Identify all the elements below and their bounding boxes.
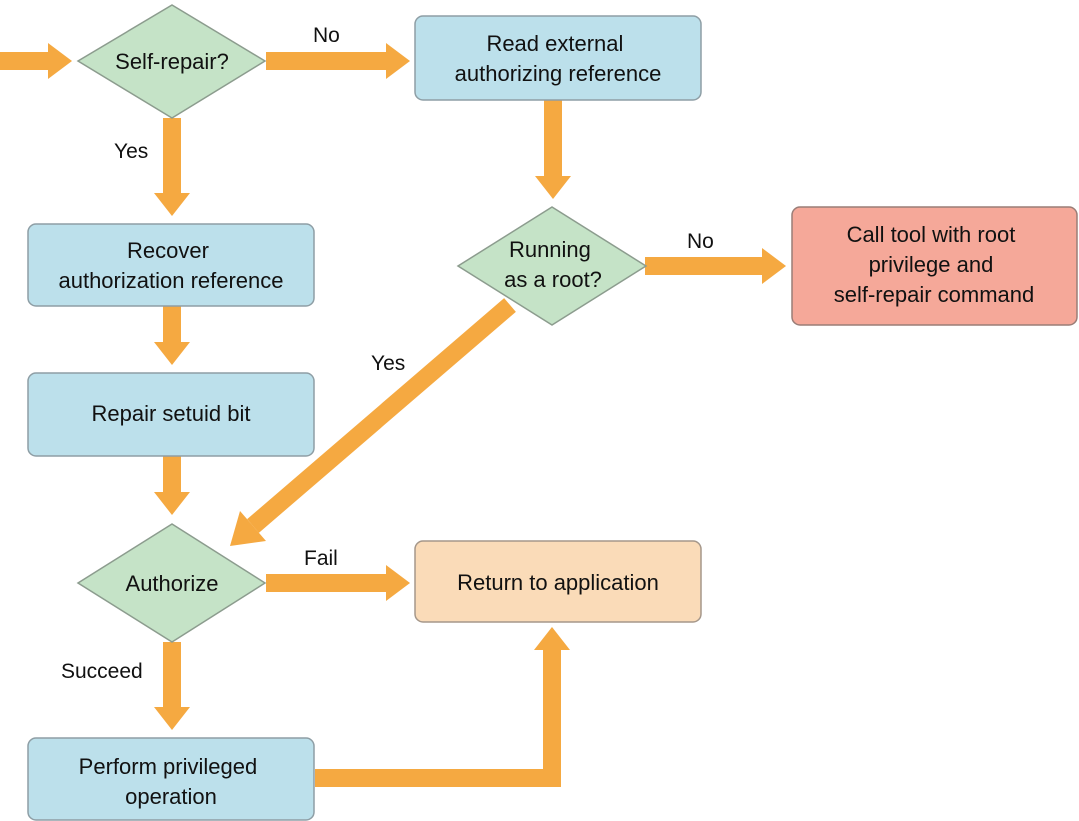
decision-self-repair-label: Self-repair?: [115, 49, 229, 74]
decision-running-root: Running as a root?: [456, 206, 648, 326]
arrow-recover-to-repair: [154, 306, 190, 365]
arrow-authorize-succeed: [154, 642, 190, 730]
process-recover-auth: Recover authorization reference: [27, 223, 315, 307]
arrow-perform-to-return: [315, 627, 570, 787]
arrow-running-yes: [230, 298, 516, 546]
decision-self-repair: Self-repair?: [76, 4, 267, 119]
process-repair-setuid-label: Repair setuid bit: [92, 401, 251, 426]
process-repair-setuid: Repair setuid bit: [27, 372, 315, 457]
decision-running-root-label: Running as a root?: [504, 237, 602, 292]
arrow-self-repair-no: [266, 43, 410, 79]
error-call-tool: Call tool with root privilege and self-r…: [791, 206, 1078, 326]
edge-label-running-root-yes: Yes: [371, 352, 405, 375]
edge-label-authorize-succeed: Succeed: [61, 660, 143, 683]
decision-authorize: Authorize: [76, 523, 267, 643]
arrows-layer: [0, 43, 786, 787]
process-read-external: Read external authorizing reference: [414, 15, 702, 101]
process-read-external-label: Read external authorizing reference: [455, 31, 662, 86]
arrow-repair-to-authorize: [154, 456, 190, 515]
process-perform-op: Perform privileged operation: [27, 737, 315, 821]
arrow-self-repair-yes: [154, 118, 190, 216]
process-perform-op-label: Perform privileged operation: [79, 754, 264, 809]
decision-authorize-label: Authorize: [126, 571, 219, 596]
arrow-running-no: [645, 248, 786, 284]
arrow-authorize-fail: [266, 565, 410, 601]
terminal-return-app: Return to application: [414, 540, 702, 623]
arrow-entry: [0, 43, 72, 79]
arrow-read-to-running: [535, 100, 571, 199]
terminal-return-app-label: Return to application: [457, 570, 659, 595]
edge-label-running-root-no: No: [687, 230, 714, 253]
process-recover-auth-label: Recover authorization reference: [58, 238, 283, 293]
edge-label-self-repair-yes: Yes: [114, 140, 148, 163]
edge-label-authorize-fail: Fail: [304, 547, 338, 570]
error-call-tool-label: Call tool with root privilege and self-r…: [834, 222, 1035, 307]
edge-label-self-repair-no: No: [313, 24, 340, 47]
